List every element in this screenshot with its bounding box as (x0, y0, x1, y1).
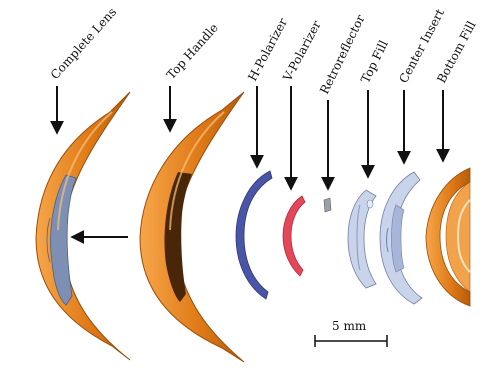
complete-lens-part (36, 92, 130, 360)
v-polarizer-part (283, 196, 305, 276)
label-complete-lens: Complete Lens (48, 5, 119, 82)
top-fill-part (348, 190, 376, 288)
retroreflector-part (324, 198, 331, 212)
h-polarizer-part (236, 171, 272, 299)
center-insert-part (380, 172, 422, 304)
label-retroreflector: Retroreflector (317, 12, 368, 96)
scale-bar (315, 335, 387, 347)
scale-bar-label: 5 mm (332, 319, 367, 333)
top-handle-part (140, 92, 244, 362)
label-bottom-fill: Bottom Fill (434, 19, 478, 86)
label-top-fill: Top Fill (358, 38, 391, 85)
bottom-fill-part (426, 168, 470, 306)
label-top-handle: Top Handle (164, 21, 221, 82)
